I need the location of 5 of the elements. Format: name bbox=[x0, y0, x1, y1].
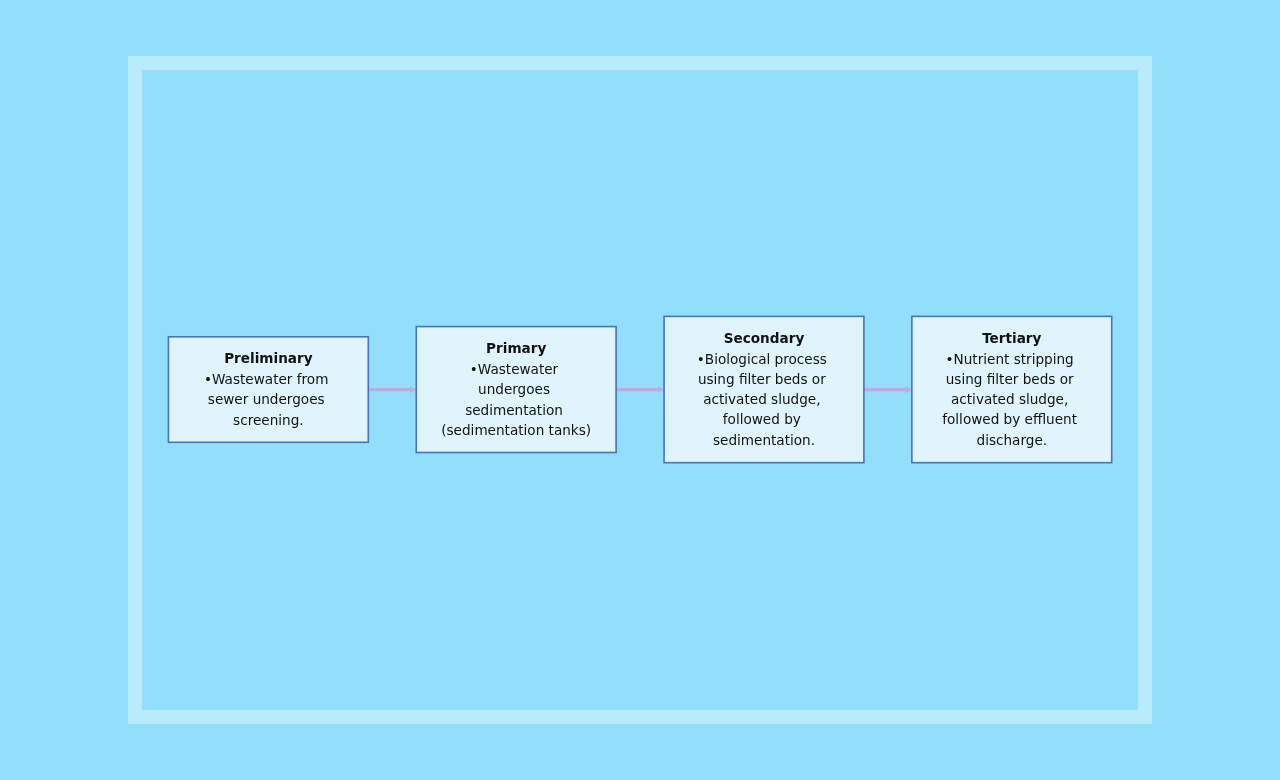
node-box: Secondary •Biological process using filter beds or activated sludge, followed by sedimentation. bbox=[663, 316, 865, 464]
node-box: Primary •Wastewater undergoes sedimentation (sedimentation tanks) bbox=[415, 326, 617, 454]
arrow bbox=[368, 386, 417, 394]
node-box: Tertiary •Nutrient stripping using filter beds or activated sludge, followed by effluent discharge. bbox=[911, 316, 1113, 464]
node-box: Preliminary •Wastewater from sewer undergoes screening. bbox=[167, 336, 369, 444]
